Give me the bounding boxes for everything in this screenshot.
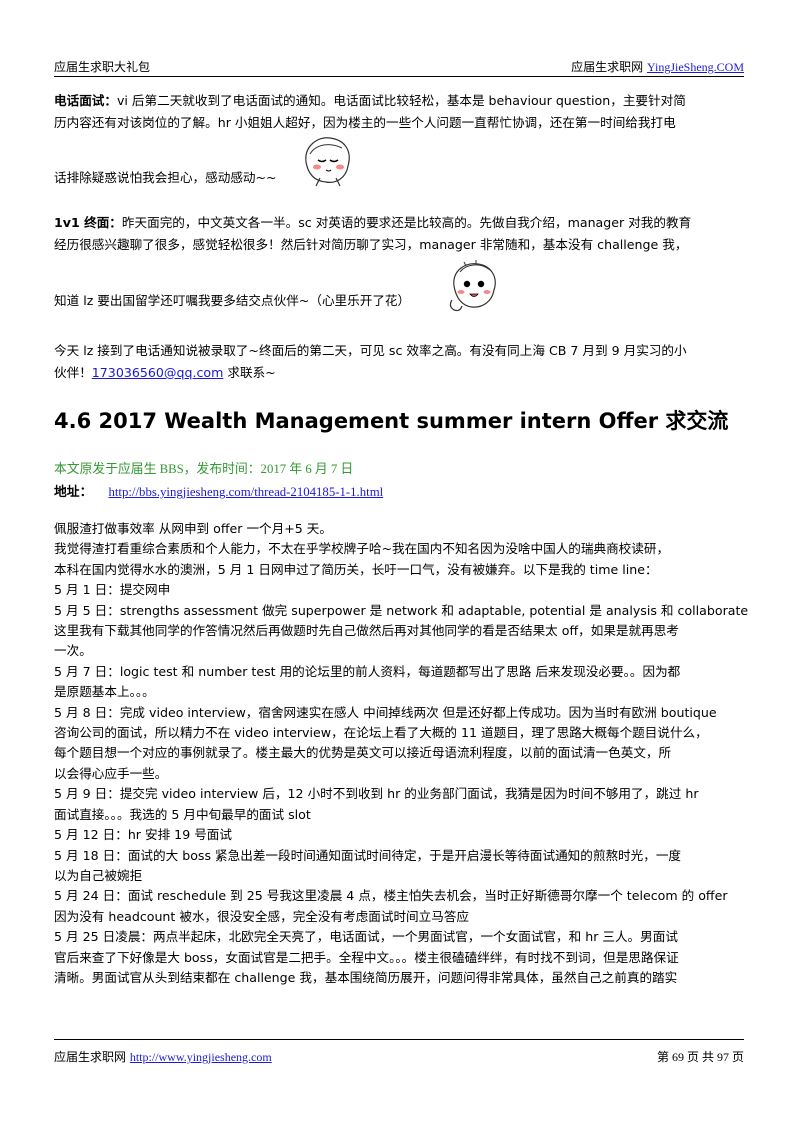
contact-email-link[interactable]: 173036560@qq.com bbox=[91, 365, 224, 380]
source-note: 本文原发于应届生 BBS，发布时间：2017 年 6 月 7 日 bbox=[54, 462, 354, 476]
body-line: 5 月 1 日：提交网申 bbox=[54, 582, 171, 598]
body-line: 5 月 5 日：strengths assessment 做完 superpow… bbox=[54, 602, 748, 618]
body-line: 5 月 12 日：hr 安排 19 号面试 bbox=[54, 827, 232, 843]
body-line: 清晰。男面试官从头到结束都在 challenge 我，基本围绕简历展开，问题问得… bbox=[54, 969, 678, 985]
result-text-1: 今天 lz 接到了电话通知说被录取了~终面后的第二天，可见 sc 效率之高。有没… bbox=[54, 343, 687, 358]
result-text-2: 伙伴！ bbox=[54, 365, 92, 380]
body-line: 这里我有下载其他同学的作答情况然后再做题时先自己做然后再对其他同学的看是否结果太… bbox=[54, 623, 679, 639]
body-line: 是原题基本上。。。 bbox=[54, 684, 155, 700]
final-interview-text-3: 知道 lz 要出国留学还叮嘱我要多结交点伙伴~（心里乐开了花） bbox=[54, 293, 411, 308]
body-line: 5 月 25 日凌晨：两点半起床，北欧完全天亮了，电话面试，一个男面试官，一个女… bbox=[54, 929, 678, 945]
blushing-face-icon bbox=[305, 137, 350, 187]
final-interview-paragraph: 1v1 终面：昨天面完的，中文英文各一半。sc 对英语的要求还是比较高的。先做自… bbox=[54, 212, 747, 256]
body-line: 一次。 bbox=[54, 643, 92, 659]
phone-interview-paragraph: 电话面试：vi 后第二天就收到了电话面试的通知。电话面试比较轻松，基本是 beh… bbox=[54, 90, 747, 134]
section-heading: 4.6 2017 Wealth Management summer intern… bbox=[54, 409, 729, 433]
body-line: 面试直接。。。我选的 5 月中旬最早的面试 slot bbox=[54, 806, 311, 822]
footer-site-link[interactable]: http://www.yingjiesheng.com bbox=[129, 1050, 272, 1064]
header-site-name: 应届生求职网 bbox=[571, 60, 644, 74]
body-line: 5 月 18 日：面试的大 boss 紧急出差一段时间通知面试时间待定，于是开启… bbox=[54, 847, 682, 863]
address-link[interactable]: http://bbs.yingjiesheng.com/thread-21041… bbox=[108, 485, 384, 499]
phone-interview-label: 电话面试： bbox=[54, 93, 117, 108]
phone-interview-text-1: vi 后第二天就收到了电话面试的通知。电话面试比较轻松，基本是 behaviou… bbox=[116, 93, 686, 108]
happy-face-icon bbox=[449, 260, 496, 312]
header-title: 应届生求职大礼包 bbox=[54, 60, 151, 74]
header-site: 应届生求职网 YingJieSheng.COM bbox=[571, 58, 744, 75]
body-line: 官后来查了下好像是大 boss，女面试官是二把手。全程中文。。。楼主很磕磕绊绊，… bbox=[54, 949, 679, 965]
page-number: 第 69 页 共 97 页 bbox=[656, 1050, 744, 1064]
result-text-3: 求联系~ bbox=[223, 365, 276, 380]
body-line: 咨询公司的面试，所以精力不在 video interview，在论坛上看了大概的… bbox=[54, 725, 708, 741]
address-label: 地址： bbox=[54, 485, 93, 500]
body-line: 5 月 24 日：面试 reschedule 到 25 号我这里凌晨 4 点，楼… bbox=[54, 888, 728, 904]
article-body: 佩服渣打做事效率 从网申到 offer 一个月+5 天。我觉得渣打看重综合素质和… bbox=[54, 519, 748, 988]
footer-site-name: 应届生求职网 bbox=[54, 1050, 130, 1064]
body-line: 5 月 9 日：提交完 video interview 后，12 小时不到收到 … bbox=[54, 786, 699, 802]
phone-interview-text-3: 话排除疑惑说怕我会担心，感动感动~~ bbox=[54, 170, 277, 185]
phone-interview-text-2: 历内容还有对该岗位的了解。hr 小姐姐人超好，因为楼主的一些个人问题一直帮忙协调… bbox=[54, 115, 676, 130]
body-line: 以会得心应手一些。 bbox=[54, 765, 168, 781]
final-interview-text-1: 昨天面完的，中文英文各一半。sc 对英语的要求还是比较高的。先做自我介绍，man… bbox=[121, 215, 692, 230]
final-interview-text-2: 经历很感兴趣聊了很多，感觉轻松很多！然后针对简历聊了实习，manager 非常随… bbox=[54, 237, 688, 252]
final-interview-label: 1v1 终面： bbox=[54, 215, 122, 230]
body-line: 因为没有 headcount 被水，很没安全感，完全没有考虑面试时间立马答应 bbox=[54, 908, 470, 924]
result-paragraph: 今天 lz 接到了电话通知说被录取了~终面后的第二天，可见 sc 效率之高。有没… bbox=[54, 340, 747, 384]
body-line: 以为自己被婉拒 bbox=[54, 867, 143, 883]
body-line: 5 月 8 日：完成 video interview，宿舍网速实在感人 中间掉线… bbox=[54, 704, 717, 720]
address-line: 地址： http://bbs.yingjiesheng.com/thread-2… bbox=[54, 481, 383, 500]
header-site-link[interactable]: YingJieSheng.COM bbox=[646, 60, 744, 74]
body-line: 本科在国内觉得水水的澳洲，5 月 1 日网申过了简历关，长吁一口气，没有被嫌弃。… bbox=[54, 561, 658, 577]
body-line: 佩服渣打做事效率 从网申到 offer 一个月+5 天。 bbox=[54, 521, 332, 536]
body-line: 每个题目想一个对应的事例就录了。楼主最大的优势是英文可以接近母语流利程度，以前的… bbox=[54, 745, 672, 761]
body-line: 5 月 7 日：logic test 和 number test 用的论坛里的前… bbox=[54, 663, 681, 679]
body-line: 我觉得渣打看重综合素质和个人能力，不太在乎学校牌子哈~我在国内不知名因为没啥中国… bbox=[54, 541, 670, 557]
page-header: 应届生求职大礼包 应届生求职网 YingJieSheng.COM bbox=[54, 56, 744, 77]
footer-site: 应届生求职网 http://www.yingjiesheng.com bbox=[54, 1048, 272, 1065]
page-footer: 应届生求职网 http://www.yingjiesheng.com 第 69 … bbox=[54, 1039, 744, 1064]
